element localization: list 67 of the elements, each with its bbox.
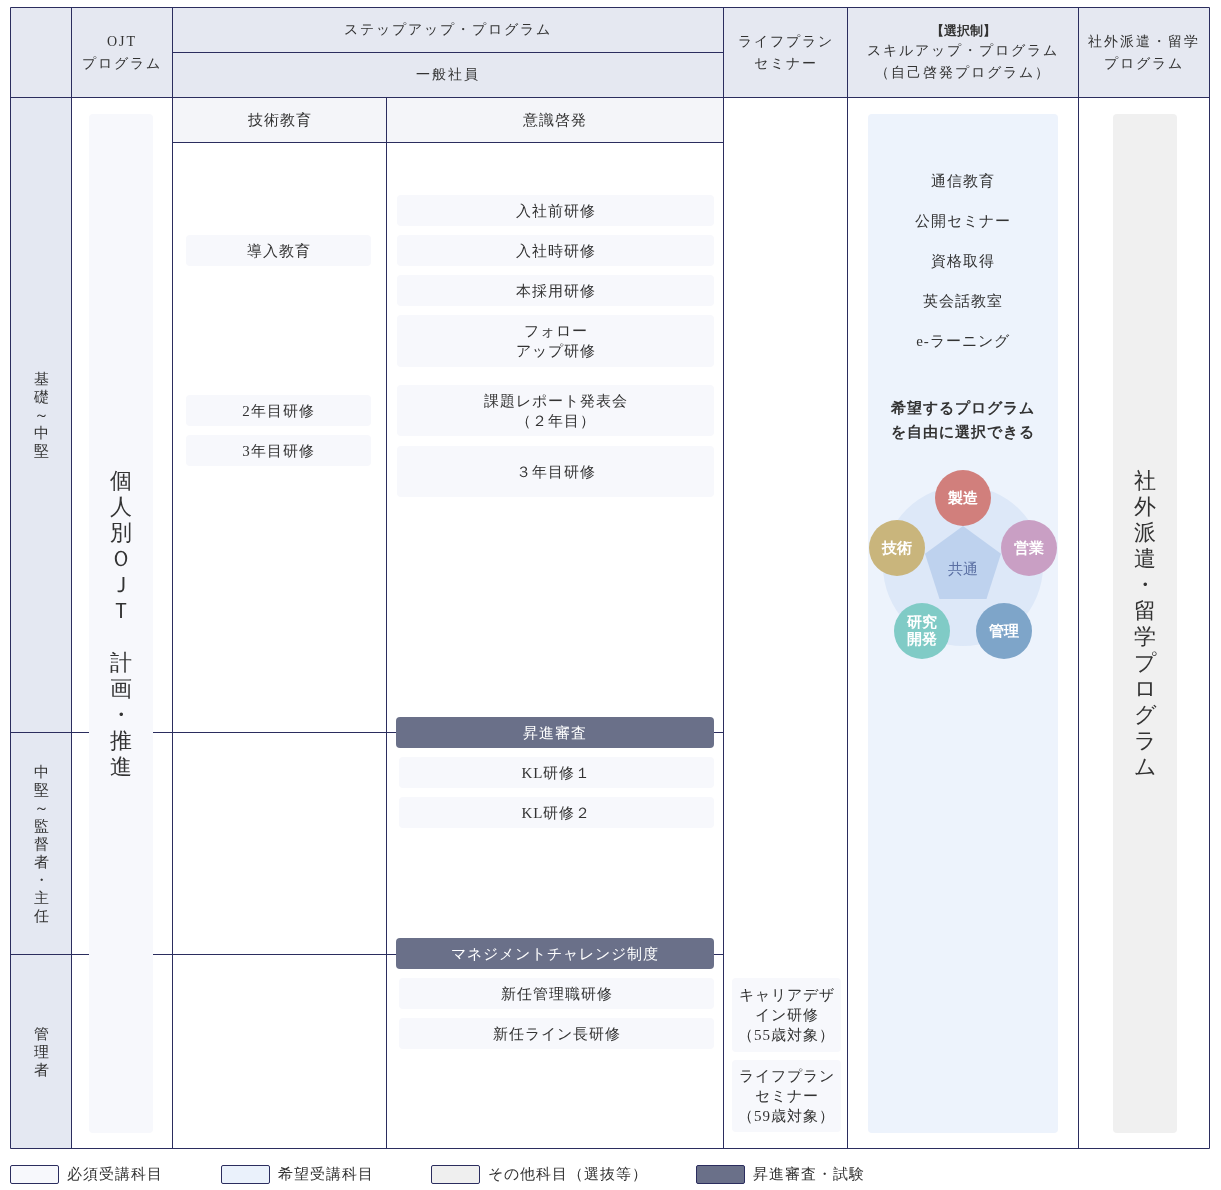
- review-banner: [396, 938, 714, 969]
- course-name: 課題レポート発表会（２年目）: [482, 391, 629, 431]
- column-title: OJT プログラム: [81, 32, 163, 73]
- subcolumn-header: [387, 98, 723, 142]
- column-header: [173, 53, 723, 97]
- course-name: 新任管理職研修: [500, 984, 613, 1004]
- subcolumn-title: 技術教育: [247, 111, 312, 130]
- column-title: ライフプランセミナー: [736, 32, 835, 73]
- legend-label: その他科目（選抜等）: [488, 1165, 648, 1184]
- program-item: 英会話教室: [923, 292, 1003, 311]
- course-name: 入社前研修: [515, 201, 596, 221]
- level-label: 中堅～監督者・主任: [32, 762, 50, 925]
- program-item: 資格取得: [931, 252, 995, 271]
- ojt-title: 個人別ＯＪＴ: [109, 467, 133, 624]
- field-circle: [869, 520, 925, 576]
- column-header: [72, 8, 172, 97]
- field-circle: [976, 603, 1032, 659]
- course-name: 本採用研修: [515, 281, 596, 301]
- ojt-title: 計画・推進: [109, 649, 133, 780]
- column-title: ステップアップ・プログラム: [344, 21, 552, 39]
- review-title: マネジメントチャレンジ制度: [451, 944, 659, 964]
- program-item: e-ラーニング: [916, 332, 1010, 351]
- column-header: [848, 8, 1078, 97]
- level-label: 基礎～中堅: [32, 370, 50, 460]
- ojt-bar: [89, 114, 153, 1133]
- column-header: [173, 8, 723, 52]
- field-label: 製造: [948, 489, 978, 507]
- elective-panel: [868, 114, 1058, 1133]
- program-item: 公開セミナー: [915, 212, 1011, 231]
- level-label: 管理者: [32, 1024, 50, 1079]
- subcolumn-title: 意識啓発: [523, 111, 587, 130]
- column-title: 社外派遣・留学プログラム: [1087, 32, 1201, 73]
- field-label: 営業: [1014, 539, 1044, 557]
- course-name: 新任ライン長研修: [492, 1024, 621, 1044]
- row-header: [11, 955, 71, 1148]
- course-name: フォローアップ研修: [514, 322, 597, 361]
- field-circle: [894, 603, 950, 659]
- panel-note: 希望するプログラムを自由に選択できる: [890, 399, 1036, 442]
- field-circle: [935, 470, 991, 526]
- row-header: [11, 733, 71, 954]
- review-banner: [396, 717, 714, 748]
- course-name: キャリアデザイン研修（55歳対象）: [737, 986, 836, 1045]
- legend-label: 昇進審査・試験: [753, 1165, 865, 1184]
- course-name: 2年目研修: [242, 401, 315, 421]
- program-item: 通信教育: [931, 172, 995, 191]
- row-header: [11, 98, 71, 732]
- course-name: ライフプランセミナー（59歳対象）: [737, 1067, 836, 1126]
- column-title: 【選択制】: [929, 21, 997, 40]
- column-header: [724, 8, 847, 97]
- core-label: 共通: [948, 559, 978, 579]
- field-label: 技術: [882, 539, 912, 557]
- column-title: スキルアップ・プログラム（自己啓発プログラム）: [866, 41, 1060, 82]
- course-name: 3年目研修: [242, 441, 315, 461]
- legend-label: 希望受講科目: [278, 1165, 374, 1184]
- course-name: ３年目研修: [515, 462, 596, 482]
- subcolumn-header: [173, 98, 386, 142]
- external-title: 社外派遣・留学プログラム: [1133, 467, 1157, 780]
- course-name: KL研修１: [521, 763, 592, 783]
- legend-label: 必須受講科目: [67, 1165, 163, 1184]
- field-label: 管理: [989, 622, 1019, 640]
- course-name: 導入教育: [246, 241, 311, 261]
- review-title: 昇進審査: [523, 723, 587, 743]
- field-label: 研究開発: [906, 614, 938, 648]
- course-name: 入社時研修: [515, 241, 596, 261]
- column-header: [1079, 8, 1209, 97]
- column-title: 一般社員: [416, 66, 480, 84]
- course-name: KL研修２: [521, 803, 592, 823]
